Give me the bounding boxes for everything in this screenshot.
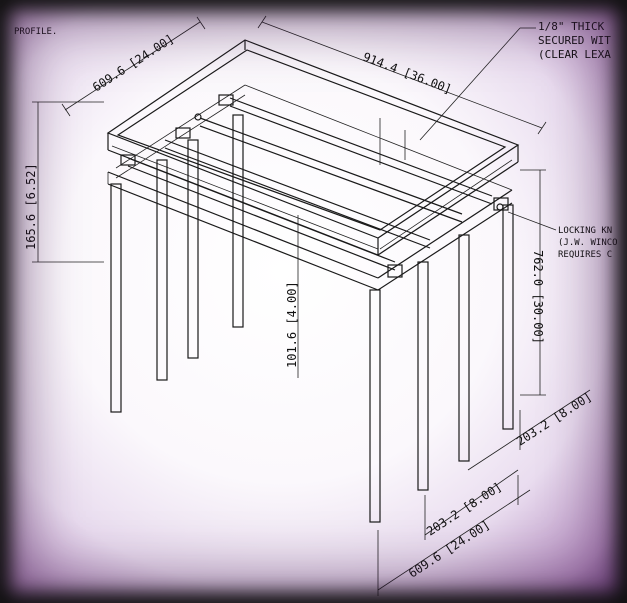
note-profile: PROFILE. [14,27,57,37]
cross-members [127,97,493,271]
dim-depth-top: 609.6 [24.00] [90,32,176,95]
legs [110,114,514,523]
dim-rail-height: 165.6 [6.52] [24,163,38,250]
dim-overall-height: 762.0 [30.00] [531,250,545,344]
dimension-lines [32,15,591,596]
dim-leg-spacing-front: 203.2 [8.00] [424,480,504,539]
knob-note-line2: (J.W. WINCO [558,238,618,248]
upper-frame [106,39,520,256]
locking-knobs [120,94,509,278]
knob-note-line3: REQUIRES C [558,250,612,260]
panel-note-line3: (CLEAR LEXA [538,48,611,61]
dim-inner-drop: 101.6 [4.00] [285,281,299,368]
dim-leg-spacing-right: 203.2 [8.00] [514,390,594,449]
panel-note-line1: 1/8" THICK [538,20,605,33]
knob-note-line1: LOCKING KN [558,226,612,236]
lower-rail [107,84,513,291]
panel-marks [379,27,557,231]
panel-note-line2: SECURED WIT [538,34,611,47]
